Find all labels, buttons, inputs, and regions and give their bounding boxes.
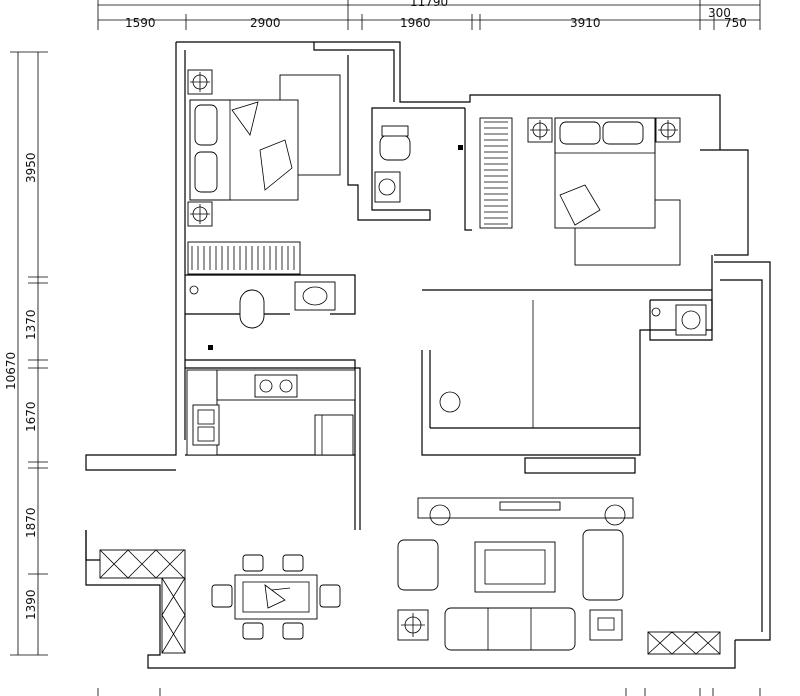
stove-icon (254, 374, 298, 398)
round-table-icon (439, 391, 461, 413)
top-dimension-lines (97, 0, 761, 30)
dim-top-3: 1960 (400, 16, 431, 30)
master-bedroom-left (187, 69, 341, 275)
floor-drain-icon (208, 345, 213, 350)
left-dimension-lines (10, 51, 48, 656)
phone-icon (589, 609, 623, 641)
dim-top-1: 1590 (125, 16, 156, 30)
overall-width-label: 11790 (410, 0, 448, 9)
overall-height-label: 10670 (4, 352, 18, 390)
coffee-table-icon (474, 541, 556, 593)
kitchen (186, 369, 356, 456)
bathroom-middle (189, 281, 336, 350)
living-room (397, 391, 721, 655)
exterior-walls (85, 41, 771, 669)
dim-top-4: 3910 (570, 16, 601, 30)
dining-area (99, 549, 341, 654)
dining-table-icon (234, 574, 318, 620)
bedroom-right (479, 117, 681, 266)
wardrobe-icon (479, 117, 513, 229)
basin-icon (294, 281, 336, 311)
dim-left-3: 1670 (24, 401, 38, 432)
dim-left-4: 1870 (24, 507, 38, 538)
plant-icon (429, 504, 451, 526)
dim-top-6: 750 (724, 16, 747, 30)
armchair-icon (582, 529, 624, 601)
toilet-icon (379, 134, 411, 161)
washing-area (651, 304, 707, 336)
dim-left-1: 3950 (24, 152, 38, 183)
refrigerator-icon (314, 414, 354, 456)
sofa-icon (444, 607, 576, 651)
plant-icon (604, 504, 626, 526)
washing-machine-icon (675, 304, 707, 336)
dim-left-2: 1370 (24, 309, 38, 340)
wardrobe-icon (187, 241, 301, 275)
floor-drain-icon (458, 145, 463, 150)
dim-left-5: 1390 (24, 589, 38, 620)
sink-icon (192, 404, 220, 446)
dim-top-5: 300 (708, 6, 731, 20)
bathroom-top (374, 125, 463, 203)
dim-top-2: 2900 (250, 16, 281, 30)
squat-toilet-icon (239, 289, 265, 329)
armchair-icon (397, 539, 439, 591)
bottom-ticks (97, 688, 761, 696)
